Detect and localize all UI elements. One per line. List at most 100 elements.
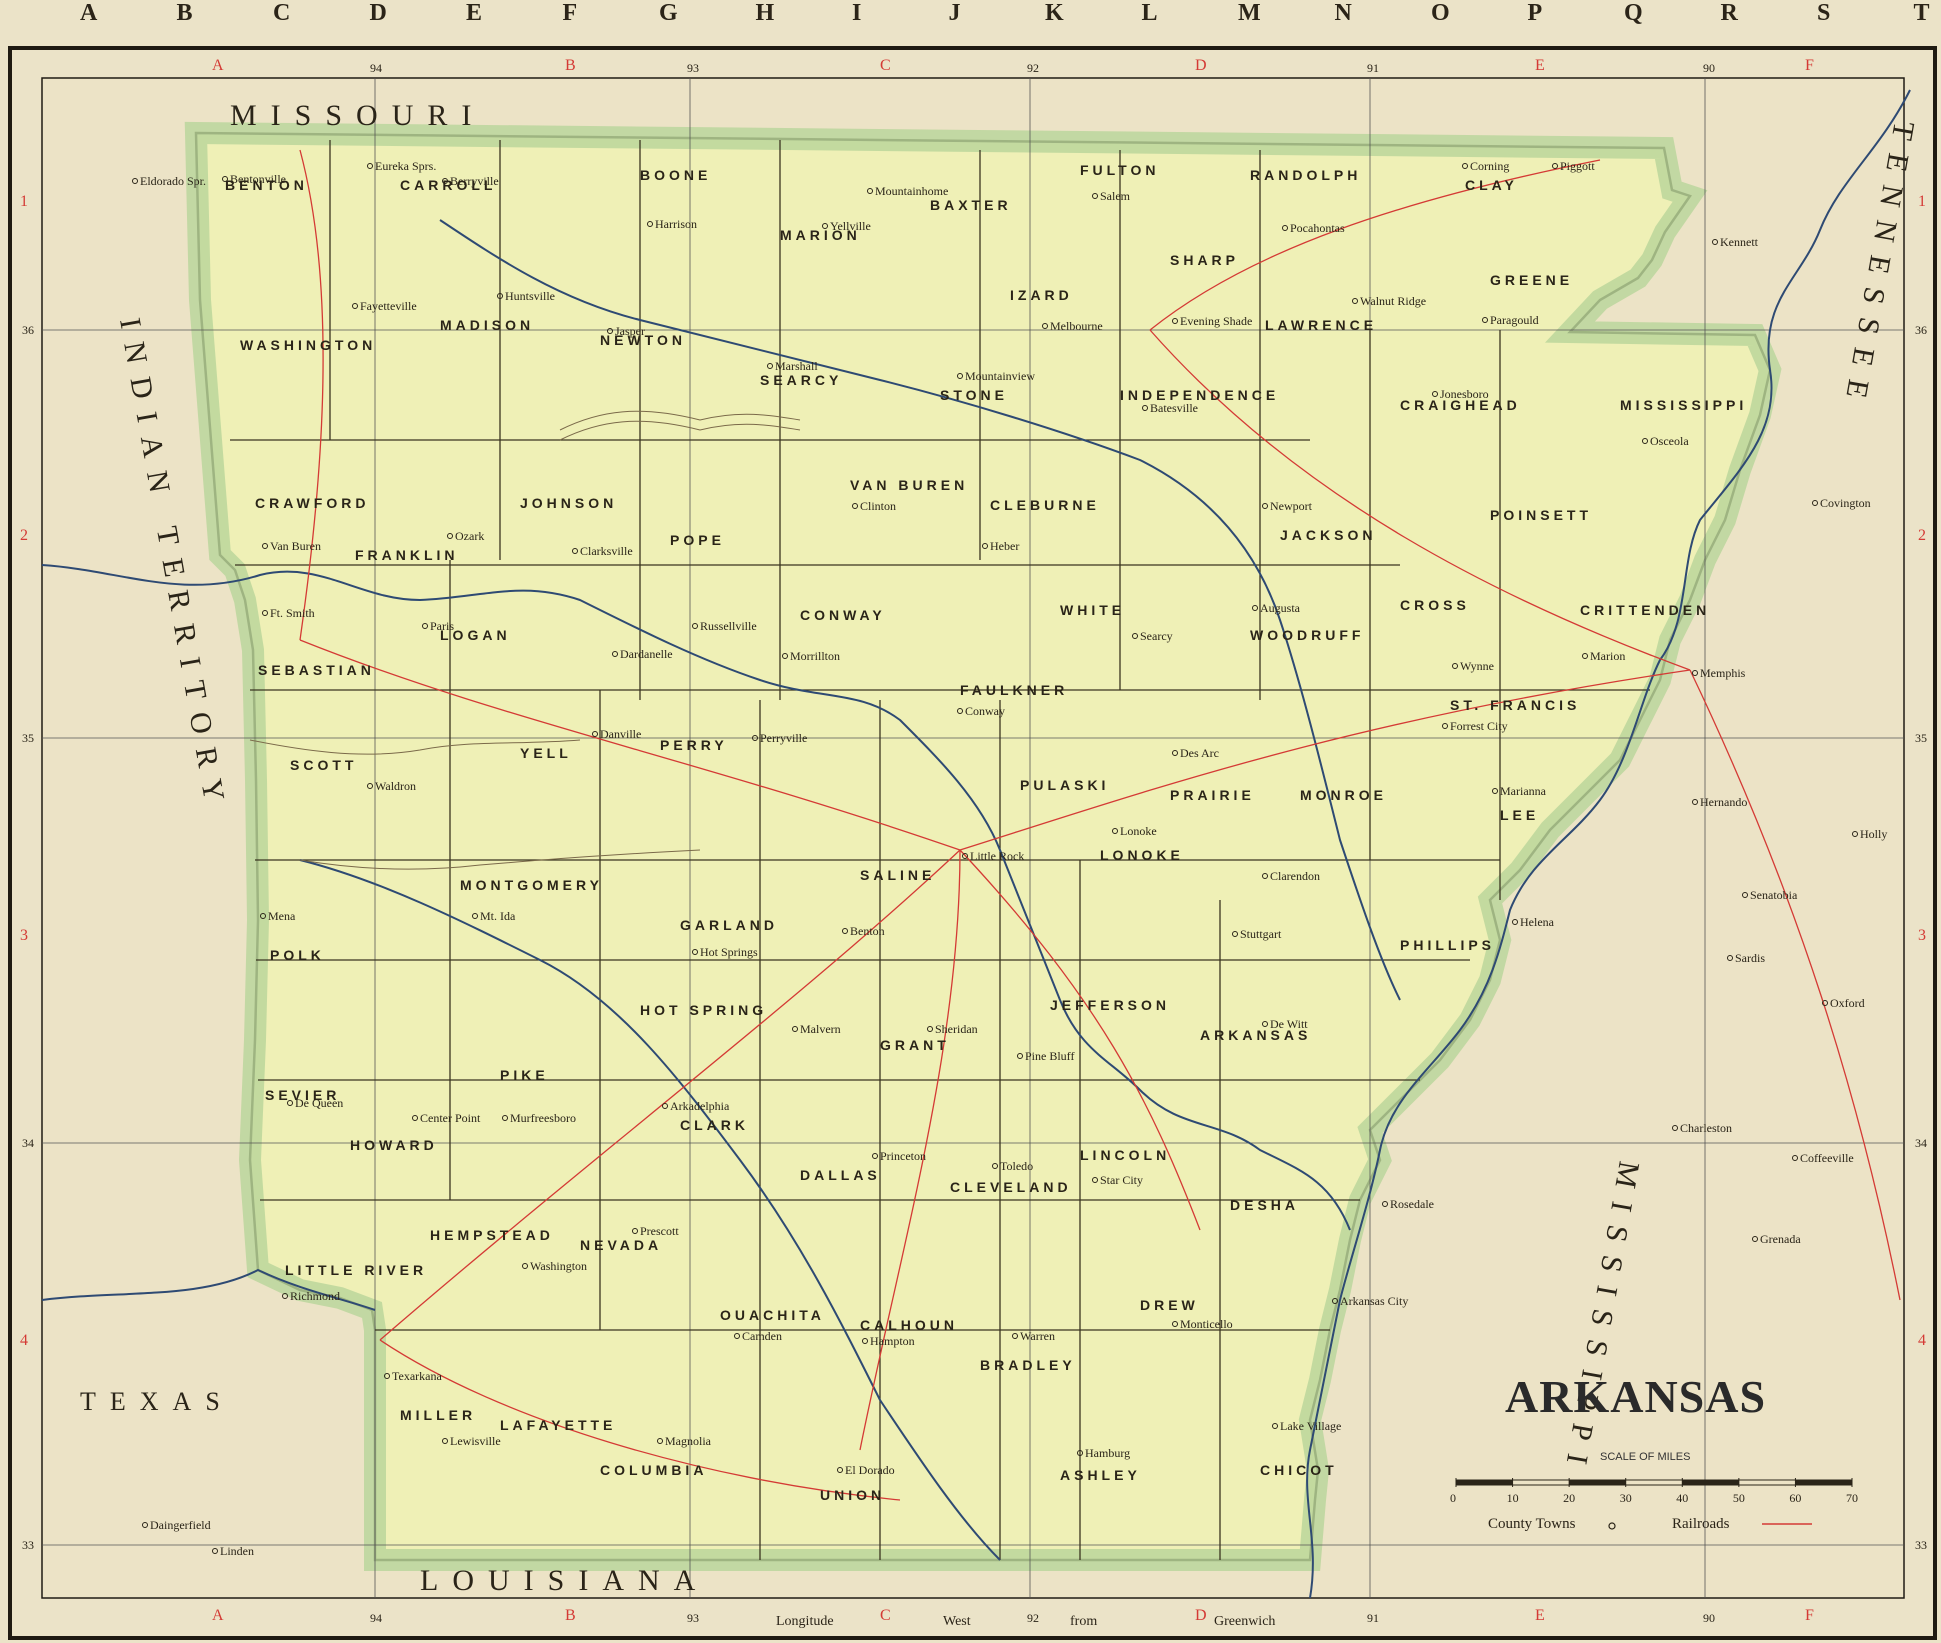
town-dot-clinton bbox=[852, 503, 858, 509]
town-dot-washington bbox=[522, 1263, 528, 1269]
town-dot-mountainhome bbox=[867, 188, 873, 194]
town-label-richmond: Richmond bbox=[290, 1289, 340, 1303]
white-river bbox=[439, 219, 1401, 1001]
latitude-right-33: 33 bbox=[1915, 1538, 1927, 1552]
town-label-walnut-ridge: Walnut Ridge bbox=[1360, 294, 1426, 308]
town-label-heber: Heber bbox=[990, 539, 1019, 553]
town-dot-daingerfield bbox=[142, 1522, 148, 1528]
top-letter-s: S bbox=[1817, 0, 1831, 26]
top-letter-b: B bbox=[176, 0, 193, 26]
town-dot-monticello bbox=[1172, 1321, 1178, 1327]
county-label-desha: DESHA bbox=[1230, 1197, 1299, 1213]
county-label-clay: CLAY bbox=[1465, 177, 1518, 193]
county-town-symbol bbox=[1608, 1522, 1616, 1530]
town-label-murfreesboro: Murfreesboro bbox=[510, 1111, 576, 1125]
town-dot-batesville bbox=[1142, 405, 1148, 411]
arkansas-map[interactable]: MISSOURI INDIAN TERRITORY TEXAS LOUISIAN… bbox=[0, 30, 1941, 1643]
county-label-saline: SALINE bbox=[860, 867, 935, 883]
legend-railroads: Railroads bbox=[1672, 1516, 1730, 1532]
town-label-marianna: Marianna bbox=[1500, 784, 1547, 798]
town-dot-linden bbox=[212, 1548, 218, 1554]
town-dot-mena bbox=[260, 913, 266, 919]
county-label-greene: GREENE bbox=[1490, 272, 1573, 288]
town-dot-eureka-sprs bbox=[367, 163, 373, 169]
town-label-piggott: Piggott bbox=[1560, 159, 1595, 173]
scale-tick-label-10: 10 bbox=[1507, 1491, 1519, 1505]
town-label-texarkana: Texarkana bbox=[392, 1369, 442, 1383]
town-dot-bentonville bbox=[222, 176, 228, 182]
grid-row-left-3: 3 bbox=[20, 927, 28, 944]
town-dot-clarendon bbox=[1262, 873, 1268, 879]
county-label-drew: DREW bbox=[1140, 1297, 1199, 1313]
grid-row-right-2: 2 bbox=[1918, 527, 1926, 544]
town-label-princeton: Princeton bbox=[880, 1149, 926, 1163]
town-label-holly: Holly bbox=[1860, 827, 1887, 841]
latitude-left-36: 36 bbox=[22, 323, 34, 337]
county-label-randolph: RANDOLPH bbox=[1250, 167, 1361, 183]
town-label-van-buren: Van Buren bbox=[270, 539, 321, 553]
top-letter-d: D bbox=[369, 0, 387, 26]
town-dot-pine-bluff bbox=[1017, 1053, 1023, 1059]
town-dot-lake-village bbox=[1272, 1423, 1278, 1429]
town-label-conway: Conway bbox=[965, 704, 1005, 718]
town-label-lonoke: Lonoke bbox=[1120, 824, 1157, 838]
town-label-linden: Linden bbox=[220, 1544, 254, 1558]
town-dot-marianna bbox=[1492, 788, 1498, 794]
town-label-mountainview: Mountainview bbox=[965, 369, 1035, 383]
county-label-hot-spring: HOT SPRING bbox=[640, 1002, 767, 1018]
county-label-crittenden: CRITTENDEN bbox=[1580, 602, 1710, 618]
longitude-bottom-91: 91 bbox=[1367, 1611, 1379, 1625]
town-label-benton: Benton bbox=[850, 924, 885, 938]
latitude-right-35: 35 bbox=[1915, 731, 1927, 745]
county-label-poinsett: POINSETT bbox=[1490, 507, 1592, 523]
town-label-waldron: Waldron bbox=[375, 779, 416, 793]
town-dot-ft-smith bbox=[262, 610, 268, 616]
town-label-camden: Camden bbox=[742, 1329, 782, 1343]
longitude-bottom-93: 93 bbox=[687, 1611, 699, 1625]
town-label-el-dorado: El Dorado bbox=[845, 1463, 895, 1477]
town-dot-evening-shade bbox=[1172, 318, 1178, 324]
town-dot-hot-springs bbox=[692, 949, 698, 955]
town-dot-malvern bbox=[792, 1026, 798, 1032]
town-label-arkansas-city: Arkansas City bbox=[1340, 1294, 1408, 1308]
county-label-faulkner: FAULKNER bbox=[960, 682, 1068, 698]
map-outer-border bbox=[8, 46, 1937, 1640]
town-dot-morrillton bbox=[782, 653, 788, 659]
county-label-baxter: BAXTER bbox=[930, 197, 1012, 213]
grid-col-bottom-c: C bbox=[880, 1607, 891, 1624]
town-dot-sheridan bbox=[927, 1026, 933, 1032]
town-label-center-point: Center Point bbox=[420, 1111, 481, 1125]
town-label-oxford: Oxford bbox=[1830, 996, 1865, 1010]
top-letter-p: P bbox=[1527, 0, 1543, 26]
town-label-harrison: Harrison bbox=[655, 217, 697, 231]
town-dot-jasper bbox=[607, 328, 613, 334]
town-label-melbourne: Melbourne bbox=[1050, 319, 1103, 333]
county-label-cleburne: CLEBURNE bbox=[990, 497, 1100, 513]
town-label-lewisville: Lewisville bbox=[450, 1434, 501, 1448]
bottom-from: from bbox=[1070, 1614, 1098, 1629]
town-label-osceola: Osceola bbox=[1650, 434, 1689, 448]
bottom-longitude: Longitude bbox=[776, 1614, 834, 1629]
scale-tick-label-20: 20 bbox=[1563, 1491, 1575, 1505]
town-label-pine-bluff: Pine Bluff bbox=[1025, 1049, 1074, 1063]
town-dot-marion bbox=[1582, 653, 1588, 659]
grid-col-top-f: F bbox=[1805, 57, 1814, 74]
county-label-fulton: FULTON bbox=[1080, 162, 1159, 178]
grid-col-top-b: B bbox=[565, 57, 576, 74]
town-dot-ozark bbox=[447, 533, 453, 539]
county-label-sharp: SHARP bbox=[1170, 252, 1239, 268]
grid-row-left-4: 4 bbox=[20, 1332, 28, 1349]
county-label-pulaski: PULASKI bbox=[1020, 777, 1109, 793]
grid-col-top-c: C bbox=[880, 57, 891, 74]
railroads bbox=[299, 149, 1901, 1501]
red-river bbox=[41, 1268, 376, 1311]
town-dot-melbourne bbox=[1042, 323, 1048, 329]
grid-col-bottom-b: B bbox=[565, 1607, 576, 1624]
longitude-top-94: 94 bbox=[370, 61, 382, 75]
town-dot-piggott bbox=[1552, 163, 1558, 169]
county-label-garland: GARLAND bbox=[680, 917, 778, 933]
town-dot-magnolia bbox=[657, 1438, 663, 1444]
grid-row-right-4: 4 bbox=[1918, 1332, 1926, 1349]
